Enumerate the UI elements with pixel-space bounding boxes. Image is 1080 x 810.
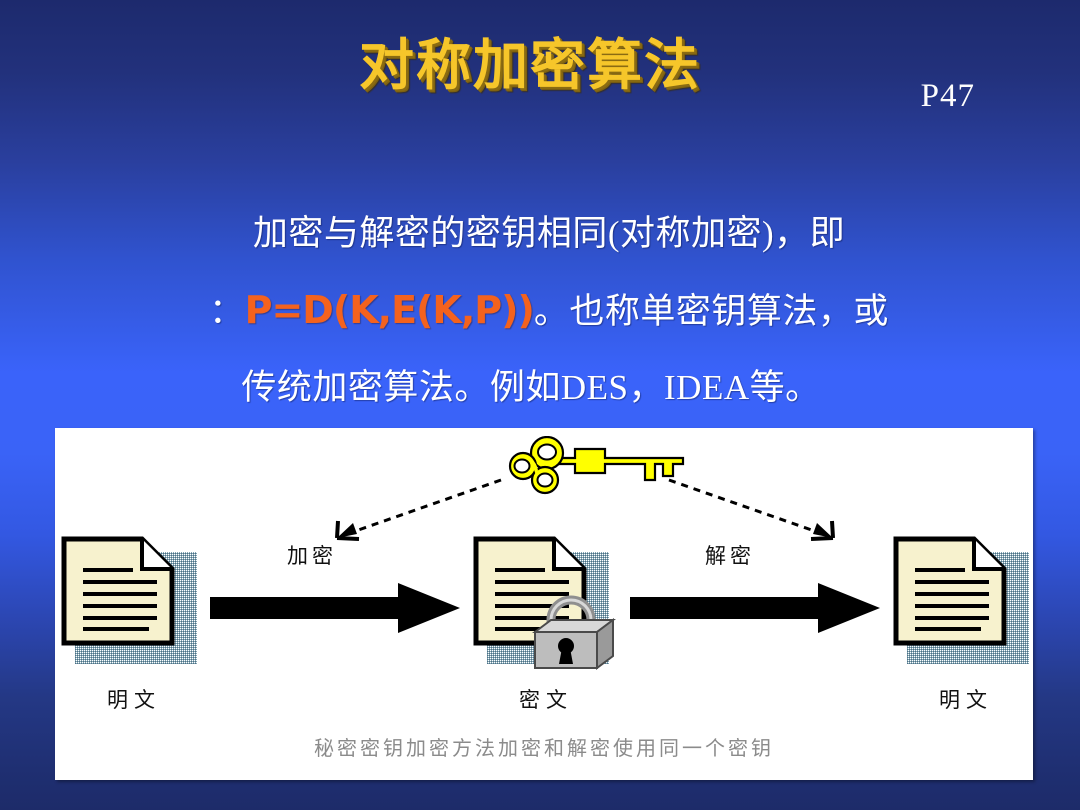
page-title: 对称加密算法	[358, 32, 701, 97]
colon-prefix: ：	[209, 292, 245, 331]
title-row: 对称加密算法 P47	[0, 28, 1080, 118]
document-icon	[893, 536, 1011, 646]
flow-arrow-encrypt	[210, 583, 460, 638]
label-decrypt: 解密	[705, 544, 755, 568]
flow-arrow-decrypt	[630, 583, 880, 638]
node-label-plaintext-left: 明文	[107, 688, 161, 712]
dashed-arrow-decrypt	[665, 476, 845, 551]
body-line-1: 加密与解密的密钥相同(对称加密)，即	[252, 214, 846, 253]
diagram-panel: 加密 解密 明文	[55, 428, 1033, 780]
body-line-3: 传统加密算法。例如DES，IDEA等。	[241, 368, 821, 407]
document-icon	[473, 536, 591, 646]
symmetric-formula: P=D(K,E(K,P))	[244, 288, 535, 332]
body-line-2-suffix: 。也称单密钥算法，或	[533, 292, 889, 331]
diagram-caption: 秘密密钥加密方法加密和解密使用同一个密钥	[314, 736, 774, 760]
node-ciphertext: 密文	[473, 536, 616, 712]
label-encrypt: 加密	[287, 544, 337, 568]
document-icon	[61, 536, 179, 646]
lock-icon	[529, 588, 625, 672]
key-icon	[485, 435, 695, 496]
node-label-ciphertext: 密文	[519, 688, 573, 712]
page-marker: P47	[920, 78, 975, 114]
node-plaintext-right: 明文	[893, 536, 1033, 712]
dashed-arrow-encrypt	[325, 476, 505, 551]
node-plaintext-left: 明文	[61, 536, 201, 712]
body-line-2: ：P=D(K,E(K,P))。也称单密钥算法，或	[150, 272, 940, 350]
body-text-block: 加密与解密的密钥相同(对称加密)，即 ：P=D(K,E(K,P))。也称单密钥算…	[150, 196, 940, 426]
node-label-plaintext-right: 明文	[939, 688, 993, 712]
